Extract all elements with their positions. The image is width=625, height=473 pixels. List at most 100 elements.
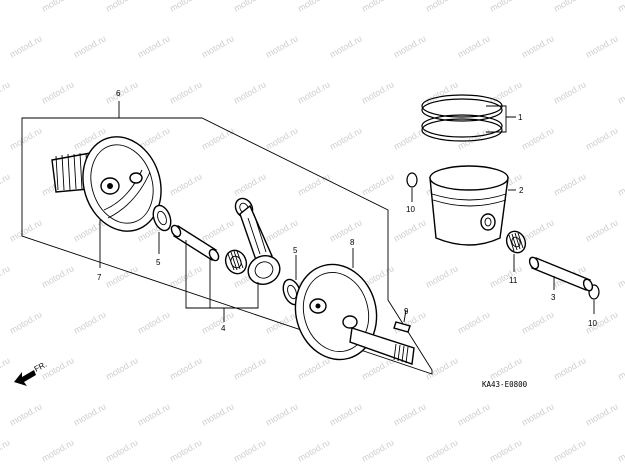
- watermark-text: motod.ru: [8, 309, 44, 335]
- watermark-text: motod.ru: [168, 355, 204, 381]
- watermark-text: motod.ru: [40, 437, 76, 463]
- watermark-text: motod.ru: [552, 437, 588, 463]
- watermark-text: motod.ru: [616, 263, 625, 289]
- watermark-text: motod.ru: [488, 263, 524, 289]
- watermark-text: motod.ru: [424, 0, 460, 14]
- watermark-text: motod.ru: [296, 355, 332, 381]
- callout-7: 7: [97, 273, 102, 282]
- watermark-text: motod.ru: [360, 79, 396, 105]
- watermark-text: motod.ru: [232, 171, 268, 197]
- leader-lines: [99, 101, 595, 323]
- watermark-text: motod.ru: [104, 263, 140, 289]
- callout-9: 9: [404, 307, 409, 316]
- watermark-text: motod.ru: [72, 33, 108, 59]
- front-arrow-icon: [14, 370, 36, 386]
- watermark-text: motod.ru: [328, 217, 364, 243]
- callout-2: 2: [519, 186, 524, 195]
- watermark-text: motod.ru: [104, 355, 140, 381]
- watermark-text: motod.ru: [0, 171, 12, 197]
- watermark-text: motod.ru: [8, 401, 44, 427]
- watermark-text: motod.ru: [40, 263, 76, 289]
- watermark-text: motod.ru: [424, 263, 460, 289]
- crank-pin: [170, 224, 220, 262]
- watermark-text: motod.ru: [168, 437, 204, 463]
- watermark-text: motod.ru: [168, 0, 204, 14]
- watermark-text: motod.ru: [296, 437, 332, 463]
- watermark-text: motod.ru: [456, 309, 492, 335]
- watermark-text: motod.ru: [264, 309, 300, 335]
- watermark-text: motod.ru: [488, 0, 524, 14]
- piston: [429, 165, 509, 246]
- callout-6: 6: [116, 89, 121, 98]
- piston-rings: [421, 94, 503, 142]
- callout-4: 4: [221, 324, 226, 333]
- watermark-text: motod.ru: [168, 171, 204, 197]
- watermark-text: motod.ru: [424, 79, 460, 105]
- woodruff-key: [393, 321, 411, 333]
- watermark-text: motod.ru: [552, 0, 588, 14]
- crank-half-left: [51, 136, 162, 232]
- watermark-text: motod.ru: [552, 171, 588, 197]
- watermark-text: motod.ru: [424, 437, 460, 463]
- watermark-text: motod.ru: [72, 309, 108, 335]
- watermark-text: motod.ru: [8, 125, 44, 151]
- watermark-text: motod.ru: [0, 0, 12, 14]
- callout-5-right: 5: [293, 246, 298, 255]
- piston-pin: [528, 256, 594, 292]
- watermark-text: motod.ru: [40, 0, 76, 14]
- watermark-text: motod.ru: [0, 355, 12, 381]
- watermark-text: motod.ru: [616, 171, 625, 197]
- small-end-bearing: [505, 230, 527, 254]
- watermark-text: motod.ru: [72, 401, 108, 427]
- watermark-text: motod.ru: [360, 437, 396, 463]
- callout-11: 11: [509, 276, 518, 285]
- watermark-text: motod.ru: [584, 125, 620, 151]
- watermark-text: motod.ru: [424, 355, 460, 381]
- watermark-text: motod.ru: [584, 401, 620, 427]
- watermark-text: motod.ru: [8, 217, 44, 243]
- watermark-text: motod.ru: [40, 79, 76, 105]
- watermark-text: motod.ru: [168, 79, 204, 105]
- connecting-rod: [234, 197, 281, 285]
- watermark-text: motod.ru: [104, 0, 140, 14]
- watermark-text: motod.ru: [232, 437, 268, 463]
- callout-5-left: 5: [156, 258, 161, 267]
- watermark-text: motod.ru: [232, 0, 268, 14]
- watermark-text: motod.ru: [488, 355, 524, 381]
- watermark-text: motod.ru: [616, 437, 625, 463]
- watermark-text: motod.ru: [392, 401, 428, 427]
- watermark-text: motod.ru: [328, 125, 364, 151]
- watermark-text: motod.ru: [392, 33, 428, 59]
- watermark-text: motod.ru: [328, 401, 364, 427]
- watermark-text: motod.ru: [360, 0, 396, 14]
- watermark-text: motod.ru: [136, 401, 172, 427]
- watermark-text: motod.ru: [584, 33, 620, 59]
- watermark-text: motod.ru: [616, 355, 625, 381]
- watermark-text: motod.ru: [392, 217, 428, 243]
- watermark-text: motod.ru: [360, 355, 396, 381]
- watermark-text: motod.ru: [296, 79, 332, 105]
- watermark-text: motod.ru: [552, 355, 588, 381]
- watermark-text: motod.ru: [136, 309, 172, 335]
- watermark-text: motod.ru: [104, 79, 140, 105]
- watermark-text: motod.ru: [200, 401, 236, 427]
- watermark-text: motod.ru: [584, 217, 620, 243]
- watermark-text: motod.ru: [200, 33, 236, 59]
- watermark-text: motod.ru: [104, 437, 140, 463]
- watermark-text: motod.ru: [200, 309, 236, 335]
- watermark-text: motod.ru: [264, 217, 300, 243]
- watermark-text: motod.ru: [264, 33, 300, 59]
- watermark-text: motod.ru: [360, 171, 396, 197]
- watermark-text: motod.ru: [296, 171, 332, 197]
- watermark-text: motod.ru: [0, 437, 12, 463]
- callout-10-lower: 10: [588, 319, 597, 328]
- watermark-text: motod.ru: [616, 79, 625, 105]
- watermark-text: motod.ru: [520, 33, 556, 59]
- watermark-text: motod.ru: [616, 0, 625, 14]
- watermark-text: motod.ru: [456, 401, 492, 427]
- watermark-text: motod.ru: [488, 79, 524, 105]
- callout-8: 8: [350, 238, 355, 247]
- watermark-text: motod.ru: [520, 309, 556, 335]
- thrust-washer-left: [152, 204, 172, 232]
